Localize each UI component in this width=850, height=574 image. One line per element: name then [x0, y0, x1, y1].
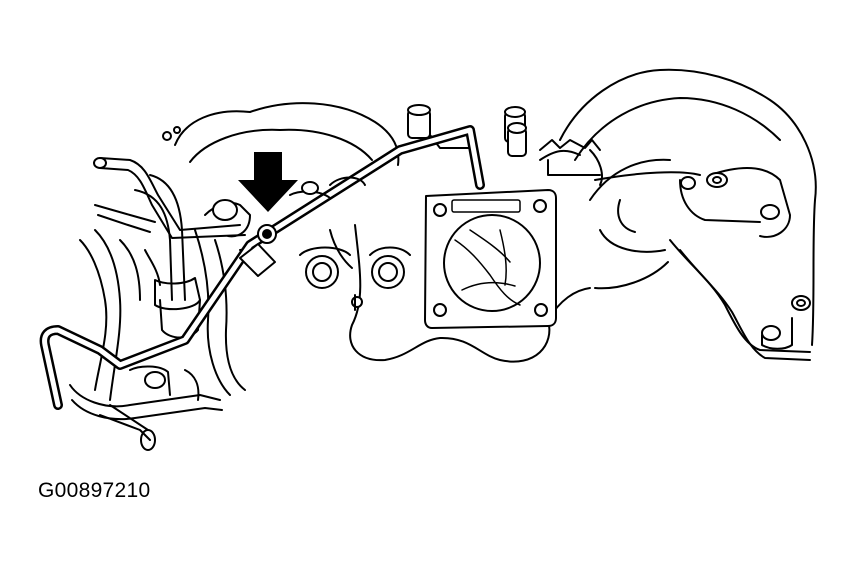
top-bolt-bosses: [407, 104, 601, 176]
arrow-down-icon: [238, 152, 298, 212]
figure-id-label: G00897210: [38, 479, 151, 502]
right-runner-bosses: [680, 172, 811, 350]
misc-details: [162, 126, 603, 311]
lower-ports: [299, 246, 411, 308]
right-vacuum-hose: [669, 239, 811, 361]
throttle-body: [424, 189, 557, 329]
left-fuel-lines: [69, 157, 261, 451]
upper-intake-plenum: [174, 68, 817, 363]
highlighted-pipe: [39, 125, 485, 410]
